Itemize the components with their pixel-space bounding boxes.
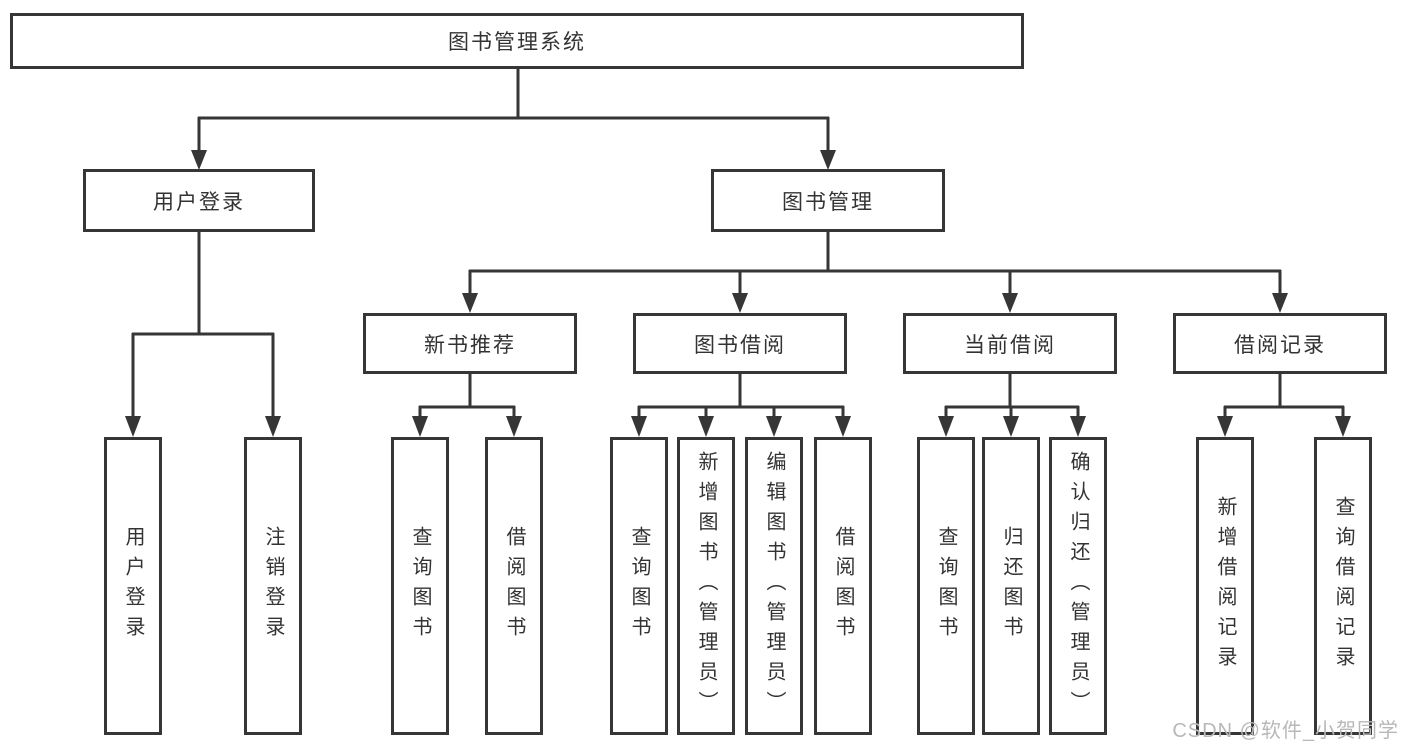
- node-leaf-borrow-edit-book-admin: 编辑图书（管理员）: [745, 437, 803, 735]
- node-book-borrow: 图书借阅: [633, 313, 847, 374]
- node-leaf-current-return-books: 归还图书: [982, 437, 1040, 735]
- node-leaf-current-confirm-return-admin-label: 确认归还（管理员）: [1067, 451, 1089, 721]
- node-borrow-records: 借阅记录: [1173, 313, 1387, 374]
- node-new-book-recommend: 新书推荐: [363, 313, 577, 374]
- node-leaf-records-add-borrow-record-label: 新增借阅记录: [1214, 496, 1236, 676]
- node-book-management: 图书管理: [711, 169, 945, 232]
- node-leaf-records-query-borrow-record-label: 查询借阅记录: [1332, 496, 1354, 676]
- node-leaf-records-query-borrow-record: 查询借阅记录: [1314, 437, 1372, 735]
- node-leaf-user-login: 用户登录: [104, 437, 162, 735]
- node-leaf-logout: 注销登录: [244, 437, 302, 735]
- node-leaf-borrow-borrow-books-label: 借阅图书: [832, 526, 854, 646]
- node-leaf-records-add-borrow-record: 新增借阅记录: [1196, 437, 1254, 735]
- node-leaf-borrow-query-books: 查询图书: [610, 437, 668, 735]
- node-leaf-recommend-borrow-books: 借阅图书: [485, 437, 543, 735]
- node-leaf-recommend-query-books-label: 查询图书: [409, 526, 431, 646]
- node-leaf-current-confirm-return-admin: 确认归还（管理员）: [1049, 437, 1107, 735]
- node-leaf-recommend-borrow-books-label: 借阅图书: [503, 526, 525, 646]
- node-leaf-recommend-query-books: 查询图书: [391, 437, 449, 735]
- watermark: CSDN @软件_小贺同学: [1172, 720, 1399, 742]
- node-leaf-user-login-label: 用户登录: [122, 526, 144, 646]
- node-leaf-borrow-edit-book-admin-label: 编辑图书（管理员）: [763, 451, 785, 721]
- node-leaf-current-query-books: 查询图书: [917, 437, 975, 735]
- node-leaf-current-query-books-label: 查询图书: [935, 526, 957, 646]
- node-leaf-borrow-add-book-admin-label: 新增图书（管理员）: [695, 451, 717, 721]
- node-leaf-borrow-add-book-admin: 新增图书（管理员）: [677, 437, 735, 735]
- node-root: 图书管理系统: [10, 13, 1024, 69]
- node-leaf-borrow-borrow-books: 借阅图书: [814, 437, 872, 735]
- node-leaf-borrow-query-books-label: 查询图书: [628, 526, 650, 646]
- node-leaf-logout-label: 注销登录: [262, 526, 284, 646]
- node-user-login: 用户登录: [83, 169, 315, 232]
- node-current-borrow: 当前借阅: [903, 313, 1117, 374]
- node-leaf-current-return-books-label: 归还图书: [1000, 526, 1022, 646]
